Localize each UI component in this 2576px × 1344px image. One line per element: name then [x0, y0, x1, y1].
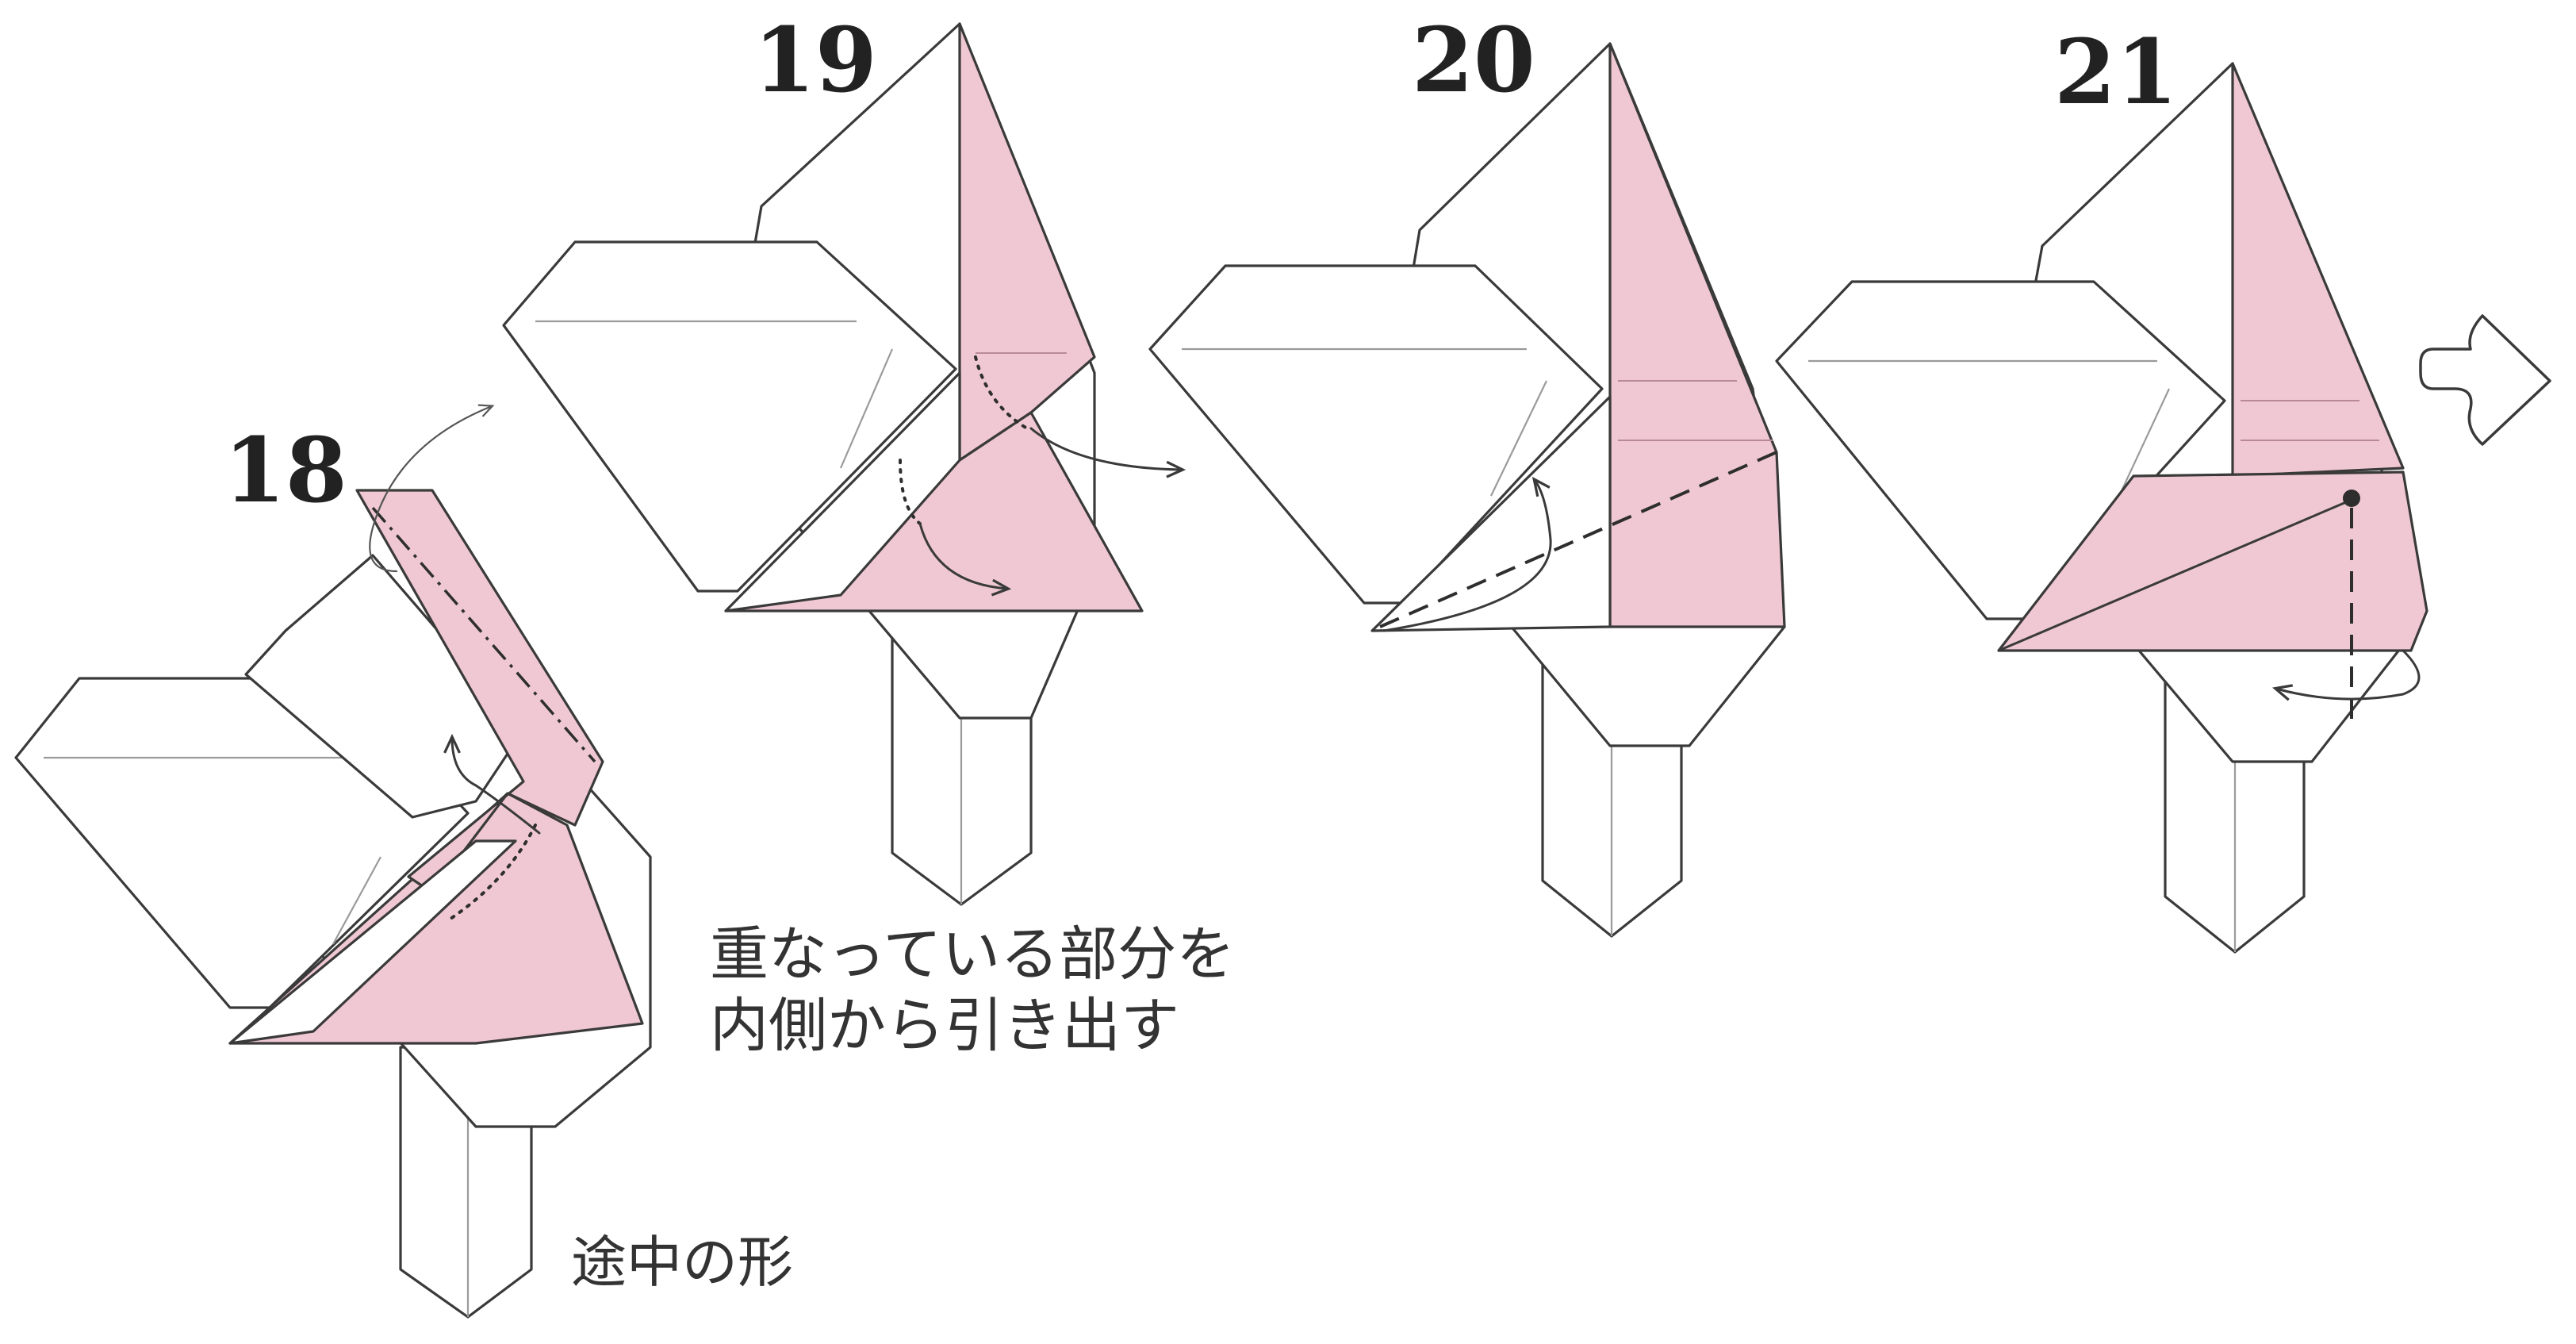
step-20-fold-arrow	[1382, 476, 1552, 632]
step-19-pull-arrow-a	[1029, 427, 1186, 478]
step-20-valley-fold	[1379, 451, 1777, 628]
step-20-white-flap	[1370, 395, 1612, 632]
step-18-note-in-progress: 途中の形	[571, 1230, 793, 1295]
step-21-number: 21	[2054, 21, 2178, 125]
step-19-head	[502, 240, 957, 593]
step-20: 20	[1148, 9, 1786, 938]
step-21-head	[1775, 280, 2226, 620]
step-19: 19 重なっている部分を 内側から引き出す	[502, 9, 1235, 1060]
step-21-reference-point	[2343, 490, 2360, 507]
step-19-white-strip	[724, 371, 961, 612]
step-18-number: 18	[224, 419, 347, 523]
step-18-white-strip	[228, 839, 517, 1045]
step-19-hidden-fold-a	[974, 355, 1029, 430]
step-21-pink-column	[2231, 62, 2405, 478]
step-19-number: 19	[753, 9, 877, 113]
step-18: 18 途中の形	[14, 404, 793, 1319]
step-21: 21	[1775, 21, 2428, 954]
step-20-head	[1148, 264, 1604, 605]
next-step-arrow-icon	[2419, 314, 2551, 446]
step-19-hidden-fold-b	[899, 459, 922, 525]
step-20-number: 20	[1412, 9, 1535, 113]
step-18-pink-flap	[355, 489, 604, 894]
step-21-fold-back-arrow	[2272, 649, 2421, 701]
step-20-pink-column	[1608, 42, 1786, 628]
step-18-hidden-fold	[447, 824, 537, 922]
step-19-pull-arrow-b	[918, 522, 1012, 597]
step-18-lift-arrow	[443, 733, 541, 835]
step-18-swing-arrow	[369, 404, 495, 573]
step-19-note-line2: 内側から引き出す	[710, 992, 1179, 1060]
step-19-note-line1: 重なっている部分を	[710, 920, 1235, 989]
